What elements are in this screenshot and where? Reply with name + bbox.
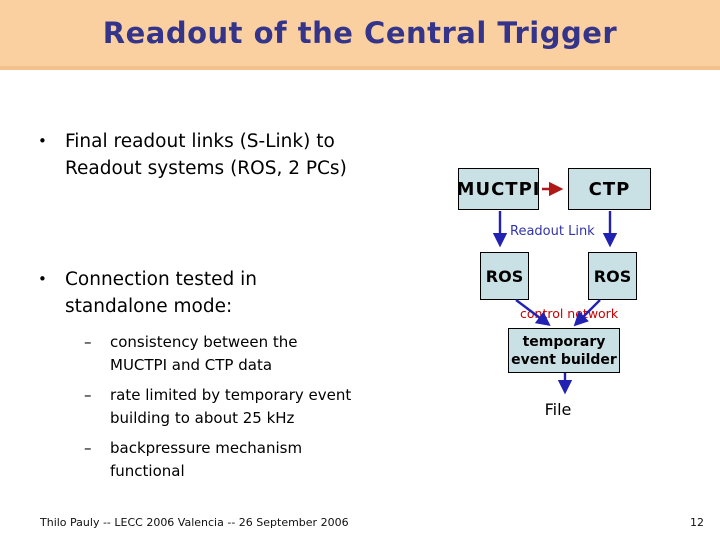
sub-bullet-item: – backpressure mechanism functional — [84, 437, 414, 483]
bullet-marker: • — [38, 270, 47, 288]
readout-link-label: Readout Link — [510, 224, 595, 239]
sub-bullet-marker: – — [84, 439, 92, 457]
sub-bullet-marker: – — [84, 386, 92, 404]
bullet-item: • Final readout links (S-Link) to Readou… — [38, 128, 448, 182]
slide-title: Readout of the Central Trigger — [102, 16, 618, 50]
sub-bullet-item: – rate limited by temporary event buildi… — [84, 384, 414, 430]
sub-bullet-text: rate limited by temporary event building… — [110, 386, 352, 427]
bullet-text: Final readout links (S-Link) to Readout … — [65, 131, 347, 179]
sub-bullet-text: backpressure mechanism functional — [110, 439, 303, 480]
footer-credit: Thilo Pauly -- LECC 2006 Valencia -- 26 … — [40, 516, 349, 529]
bullet-list: • Final readout links (S-Link) to Readou… — [38, 128, 448, 320]
control-network-label: control network — [520, 306, 619, 321]
diagram-node-ros-left: ROS — [480, 252, 529, 300]
title-bar: Readout of the Central Trigger — [0, 0, 720, 70]
sub-bullet-marker: – — [84, 333, 92, 351]
page-number: 12 — [690, 516, 704, 529]
bullet-marker: • — [38, 132, 47, 150]
diagram-node-muctpi: MUCTPI — [457, 168, 539, 210]
sub-bullet-list: – consistency between the MUCTPI and CTP… — [84, 331, 414, 490]
bullet-text: Connection tested in standalone mode: — [65, 269, 257, 317]
file-label: File — [544, 400, 572, 419]
sub-bullet-text: consistency between the MUCTPI and CTP d… — [110, 333, 298, 374]
bullet-item: • Connection tested in standalone mode: — [38, 266, 448, 320]
diagram-node-event-builder: temporary event builder — [508, 328, 620, 373]
diagram-node-ros-right: ROS — [588, 252, 637, 300]
diagram-node-ctp: CTP — [568, 168, 651, 210]
sub-bullet-item: – consistency between the MUCTPI and CTP… — [84, 331, 414, 377]
